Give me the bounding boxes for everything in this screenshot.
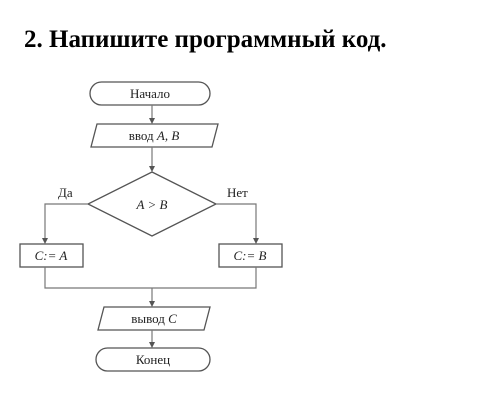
connector-no-branch [216,203,257,240]
end-terminal [95,347,211,372]
arrow-output-end [149,342,155,348]
input-block [90,123,219,148]
no-action-text: C:= B [234,248,267,263]
start-label: Начало [130,86,170,101]
output-text: вывод C [131,311,177,326]
no-action-block [218,243,283,268]
yes-action-text: C:= A [35,248,68,263]
end-label: Конец [136,352,170,367]
connector-yes-branch [44,203,88,240]
decision-diamond [86,171,218,237]
output-keyword: вывод [131,311,165,326]
connector-yes-merge [44,267,152,289]
arrow-input-decision [149,166,155,172]
output-block [97,306,211,331]
task-title: 2. Напишите программный код. [24,26,387,53]
input-text: ввод A, B [129,128,180,143]
yes-label: Да [58,185,73,200]
start-terminal [89,81,211,106]
arrow-start-input [149,118,155,124]
arrow-merge-output [149,301,155,307]
input-vars: A, B [156,128,179,143]
input-keyword: ввод [129,128,154,143]
arrow-yes-branch [42,238,48,244]
decision-condition: A > B [136,197,168,212]
connector-no-merge [152,267,257,289]
output-var: C [168,311,177,326]
no-label: Нет [227,185,248,200]
arrow-no-branch [253,238,259,244]
yes-action-block [19,243,84,268]
